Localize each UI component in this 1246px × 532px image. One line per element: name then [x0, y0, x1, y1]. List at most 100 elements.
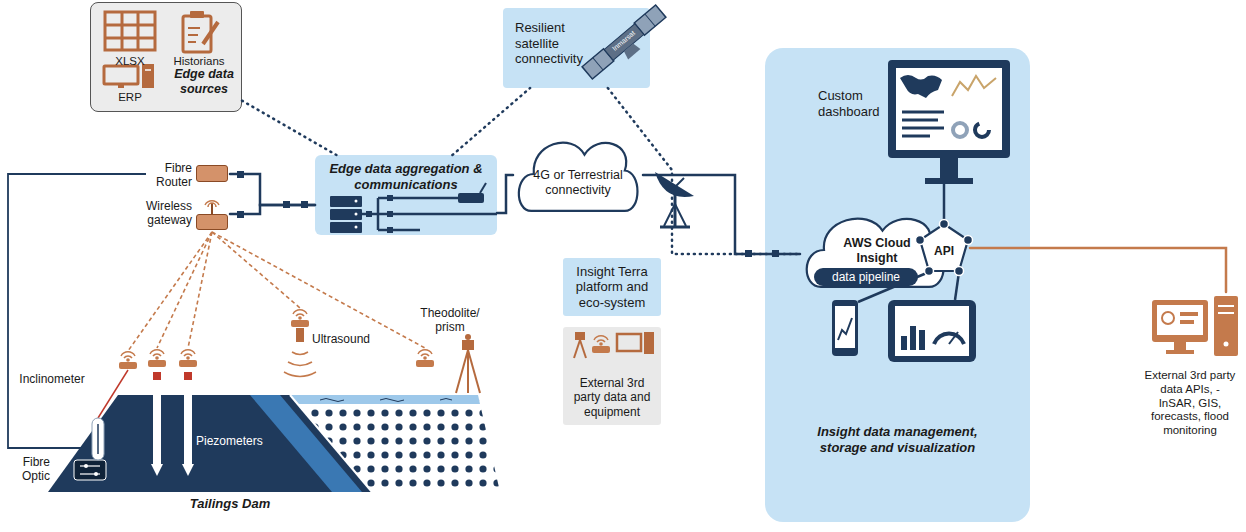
- pipeline-pill: data pipeline: [814, 268, 918, 286]
- gateway-antenna: [211, 203, 213, 214]
- tailings-dam: [290, 395, 480, 404]
- satellite-icon: [645, 14, 655, 26]
- node-text: Insight data management, storage and vis…: [805, 424, 990, 455]
- erp-computer-icon: [118, 84, 124, 88]
- node-text: External 3rd party data APIs, - InSAR, G…: [1143, 369, 1237, 438]
- theodolite-prism: [456, 350, 468, 393]
- third-party-icons: [574, 332, 654, 358]
- external-computer-icon: [1166, 350, 1194, 354]
- api-vertex-dots: [916, 220, 973, 276]
- server-icon: [355, 200, 358, 203]
- satellite-dish-icon: [672, 178, 684, 190]
- satellite-modem-icon: [458, 183, 486, 203]
- sensor-label: Theodolite/ prism: [418, 306, 482, 335]
- api-vertex-dots: [964, 236, 973, 245]
- ultrasound-sensor: [284, 352, 316, 377]
- sensor-label: Fibre Optic: [6, 455, 50, 484]
- node-text: Wireless gateway: [130, 199, 192, 228]
- node-text: Insight Terra platform and eco-system: [568, 264, 656, 311]
- sensor-label: Piezometers: [196, 434, 270, 448]
- connector-squares: [237, 171, 244, 178]
- external-computer-icon: [1218, 312, 1234, 314]
- dashboard-monitor: [902, 127, 944, 130]
- tablet-icon: [901, 336, 907, 350]
- piezometer-sensors: [184, 372, 192, 464]
- theodolite-prism: [462, 340, 474, 350]
- erp-computer-icon: [142, 64, 154, 88]
- server-icon: [330, 196, 362, 207]
- bracket-squares: [366, 211, 372, 217]
- connector-squares: [772, 250, 779, 257]
- api-spokes: [943, 184, 946, 222]
- device-box: [196, 165, 228, 182]
- external-computer-icon: [1152, 300, 1208, 342]
- piezometer-sensors: [151, 464, 163, 476]
- clipboard-icon: [190, 11, 204, 18]
- node-text: Resilient satellite connectivity: [515, 20, 595, 67]
- external-computer-icon: [1180, 320, 1194, 324]
- external-computer-icon: [1214, 296, 1238, 356]
- spreadsheet-icon: [105, 37, 155, 40]
- dashboard-monitor: [940, 158, 958, 178]
- erp-computer-icon: [145, 69, 151, 71]
- dashboard-label: Custom dashboard: [818, 88, 886, 119]
- connectivity-cloud: 4G or Terrestrial connectivity: [513, 130, 643, 218]
- spreadsheet-icon: [105, 12, 155, 50]
- spreadsheet-icon: [105, 12, 155, 50]
- inclinometer-sensor: [119, 352, 137, 369]
- piezometer-sensors: [148, 350, 166, 367]
- gateway-antenna: [205, 201, 219, 207]
- clipboard-icon: [183, 16, 211, 52]
- tailings-dam: [290, 395, 372, 492]
- server-icon: [355, 226, 358, 229]
- node-text: ERP: [99, 91, 161, 105]
- dashboard-monitor: [952, 76, 996, 96]
- connector-squares: [237, 211, 244, 218]
- network-link: [970, 248, 1226, 292]
- gateway-antenna: [205, 201, 219, 214]
- third-party-icons: [617, 334, 641, 351]
- dashboard-monitor: [925, 178, 973, 184]
- theodolite-prism: [465, 334, 471, 340]
- satellite-brand-label: Inmarsat: [604, 24, 643, 59]
- ultrasound-sensor: [296, 328, 304, 342]
- dashboard-monitor: [888, 60, 1010, 184]
- node-text: Fibre Router: [146, 161, 192, 190]
- piezometer-sensors: [184, 372, 192, 380]
- satellite-dish-icon: [664, 204, 675, 226]
- sensor-label: Ultrasound: [312, 332, 382, 346]
- tablet-icon: [888, 300, 976, 362]
- server-icon: [330, 222, 362, 233]
- tablet-icon: [949, 332, 958, 344]
- tailings-dam: [290, 395, 500, 492]
- tablet-icon: [888, 300, 976, 362]
- clipboard-icon: [183, 11, 218, 52]
- third-party-icons: [574, 340, 580, 358]
- clipboard-icon: [203, 22, 218, 44]
- theodolite-prism: [468, 350, 480, 393]
- bracket-squares: [387, 227, 393, 233]
- dashboard-monitor: [888, 60, 1010, 158]
- cloud-outline: [519, 143, 638, 211]
- aggregation-bracket: [378, 229, 420, 232]
- source-group-box: XLSXHistoriansERPEdge data sources: [90, 2, 242, 112]
- server-icon: [330, 209, 362, 220]
- connector-squares: [745, 250, 752, 257]
- dashboard-monitor: [900, 75, 942, 98]
- satellite-dish-icon: [674, 194, 677, 226]
- third-party-icons: [575, 332, 585, 340]
- spreadsheet-icon: [137, 12, 140, 50]
- api-vertex-dots: [916, 236, 925, 245]
- satellite-dish-icon: [660, 226, 690, 229]
- connector-squares: [301, 201, 308, 208]
- node-text: Edge data sources: [169, 67, 239, 97]
- figure-caption: Tailings Dam: [140, 496, 320, 512]
- clipboard-icon: [188, 41, 196, 43]
- spreadsheet-icon: [105, 24, 155, 27]
- node-text: Edge data aggregation & communications: [321, 161, 491, 192]
- external-computer-icon: [1152, 296, 1238, 356]
- server-icon: [355, 213, 358, 216]
- server-icon: [330, 196, 362, 233]
- wireless-links: [128, 232, 212, 351]
- piezometer-sensors: [153, 372, 161, 380]
